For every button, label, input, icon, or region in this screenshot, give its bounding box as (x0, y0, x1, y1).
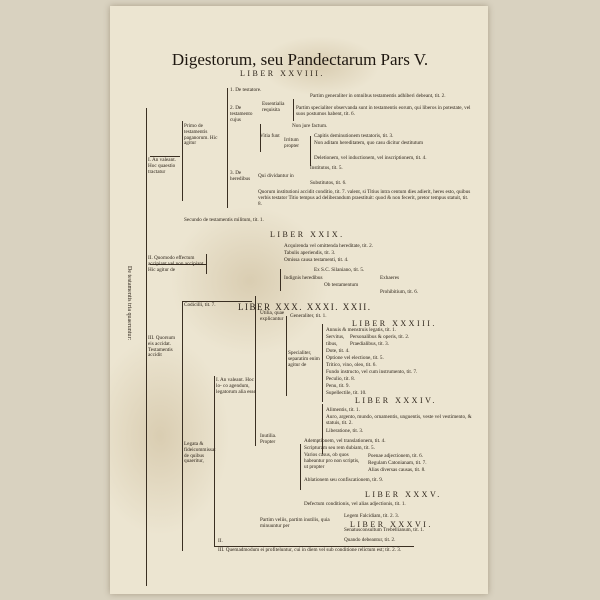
entry: Generaliter, tit. 1. (290, 313, 327, 319)
paper-stain (170, 206, 330, 356)
entry: Irritum propter (284, 137, 299, 149)
bracket (182, 301, 183, 551)
entry: Deletionem, vel inductionem, vel inscrip… (314, 155, 427, 161)
entry: 2. De testamento cujus (230, 105, 253, 123)
entry: Fundo instructo, vel cum instrumento, ti… (326, 369, 418, 375)
entry: Poenae adjectionem, tit. 6. (368, 453, 424, 459)
entry: Tabulis aperiendis, tit. 3. (284, 250, 336, 256)
entry: Tritico, vino, oleo, tit. 6. (326, 362, 377, 368)
bracket (322, 404, 323, 454)
branch-line (150, 264, 206, 265)
entry: 1. De testatore. (230, 87, 262, 93)
entry: Codicilli, tit. 7. (184, 302, 216, 308)
entry: Praedialibus, tit. 3. (350, 341, 390, 347)
entry: Non jure factum. (292, 123, 328, 129)
document-page: Digestorum, seu Pandectarum Pars V. De t… (110, 6, 488, 594)
branch-label: Legata & fideicommissa: de quibus quaeri… (184, 441, 216, 465)
entry: Ablationem seu confiscationem, tit. 9. (304, 477, 384, 483)
entry: Quorum institutioni accidit conditio, ti… (258, 189, 471, 207)
branch-label: III. Quorsum eis accidat. Testamentis ac… (148, 335, 176, 359)
entry: Quando debeantur, tit. 2. (344, 537, 396, 543)
entry: Auro, argento, mundo, ornamentis, unguen… (326, 414, 472, 426)
entry: Non aditam hereditatem, quo casu dicitur… (314, 140, 424, 146)
entry: tibus, (326, 341, 338, 347)
entry: Defectum conditionis, vel alias adjectio… (304, 501, 406, 507)
entry: Scripturam seu rem dubiam, tit. 5. (304, 445, 375, 451)
liber-heading: LIBER XXXIV. (355, 396, 437, 405)
bracket (255, 296, 256, 446)
entry: Capitis deminutionem testatoris, tit. 3. (314, 133, 394, 139)
entry: Institutos, tit. 5. (310, 165, 343, 171)
liber-heading: LIBER XXXVI. (350, 520, 433, 529)
bracket (280, 269, 281, 291)
entry: Essentialia requisita (262, 101, 285, 113)
bracket (260, 124, 261, 152)
paper-stain (110, 336, 230, 536)
entry: Ademptionem, vel translationem, tit. 4. (304, 438, 386, 444)
entry: Ob testamentum (324, 282, 359, 288)
branch-label: Primo de testamentis paganorum. Hic agit… (184, 123, 218, 147)
entry: Partim veliis, partim inutilis, quia min… (260, 517, 330, 529)
liber-heading: LIBER XXVIII. (240, 69, 325, 78)
branch-line (150, 156, 180, 157)
entry: Substitutos, tit. 6. (310, 180, 347, 186)
entry: Peculio, tit. 8. (326, 376, 355, 382)
entry: 3. De heredibus (230, 170, 251, 182)
entry: Vitia funt (260, 133, 280, 139)
entry: Optione vel electione, tit. 5. (326, 355, 384, 361)
entry: Personalibus & operis, tit. 2. (350, 334, 410, 340)
branch-line (214, 546, 414, 547)
liber-heading: LIBER XXXV. (365, 490, 442, 499)
page-title: Digestorum, seu Pandectarum Pars V. (171, 50, 429, 69)
entry: Alimentis, tit. 1. (326, 407, 360, 413)
liber-heading: LIBER XXX. XXXI. XXII. (238, 302, 372, 312)
entry: Qui dividantur in (258, 173, 294, 179)
entry: II. (218, 538, 223, 544)
bracket (182, 121, 183, 201)
entry: Legem Falcidiam, tit. 2. 3. (344, 513, 400, 519)
entry: Partim specialiter observanda sunt in te… (296, 105, 471, 117)
entry: Liberatione, tit. 3. (326, 428, 364, 434)
entry: Dote, tit. 4. (326, 348, 350, 354)
bracket (310, 136, 311, 166)
entry: III. Quemadmodum ei profiteluntur, cui i… (218, 547, 402, 553)
entry: Varios casus, ob quos habeantur pro non … (304, 452, 360, 470)
entry: Prohibitium, tit. 6. (380, 289, 419, 295)
entry: Penu, tit. 9. (326, 383, 350, 389)
branch-label: Inutilia. Propter (260, 433, 277, 445)
main-bracket (146, 108, 147, 586)
entry: Partim generaliter in omnibus testamenti… (310, 93, 446, 99)
entry: Supellectile, tit. 10. (326, 390, 367, 396)
branch-label: I. An valeant. Hoc lo- co agendum, legat… (216, 377, 256, 395)
entry: Exhaeres (380, 275, 400, 281)
entry: Senatusconsultum Trebellianum, tit. 1. (344, 527, 425, 533)
bracket (286, 316, 287, 396)
bracket (293, 99, 294, 121)
entry: Servitus, (326, 334, 345, 340)
entry: Indignis heredibus (284, 275, 323, 281)
entry: Omissa causa testamenti, tit. 4. (284, 257, 349, 263)
entry: Acquirenda vel omittenda hereditate, tit… (284, 243, 374, 249)
branch-label: II. Quomodo effectum accipiant vel non a… (148, 255, 205, 273)
bracket (227, 88, 228, 208)
branch-label: Specialiter, separatim enim agitur de (288, 350, 320, 368)
branch-label: I. An valeant. Hoc quaestio tractatur (148, 157, 176, 175)
entry: Annuis & menstruis legatis, tit. 1. (326, 327, 397, 333)
bracket (206, 254, 207, 274)
bracket (214, 376, 215, 546)
margin-label: De testamentis tria quaeruntur: (126, 266, 132, 341)
entry: Secundo de testamentis militum, tit. 1. (184, 217, 264, 223)
entry: Ex S.C. Silaniano, tit. 5. (314, 267, 365, 273)
branch-label: Utilia, quae explicantur (260, 310, 285, 322)
entry: Alias diversas causas, tit. 8. (368, 467, 426, 473)
branch-line (182, 301, 252, 302)
bracket (300, 444, 301, 490)
bracket (322, 324, 323, 402)
liber-heading: LIBER XXXIII. (352, 319, 437, 328)
paper-stain (260, 36, 380, 96)
liber-heading: LIBER XXIX. (270, 230, 345, 239)
entry: Regulam Catonianam, tit. 7. (368, 460, 427, 466)
